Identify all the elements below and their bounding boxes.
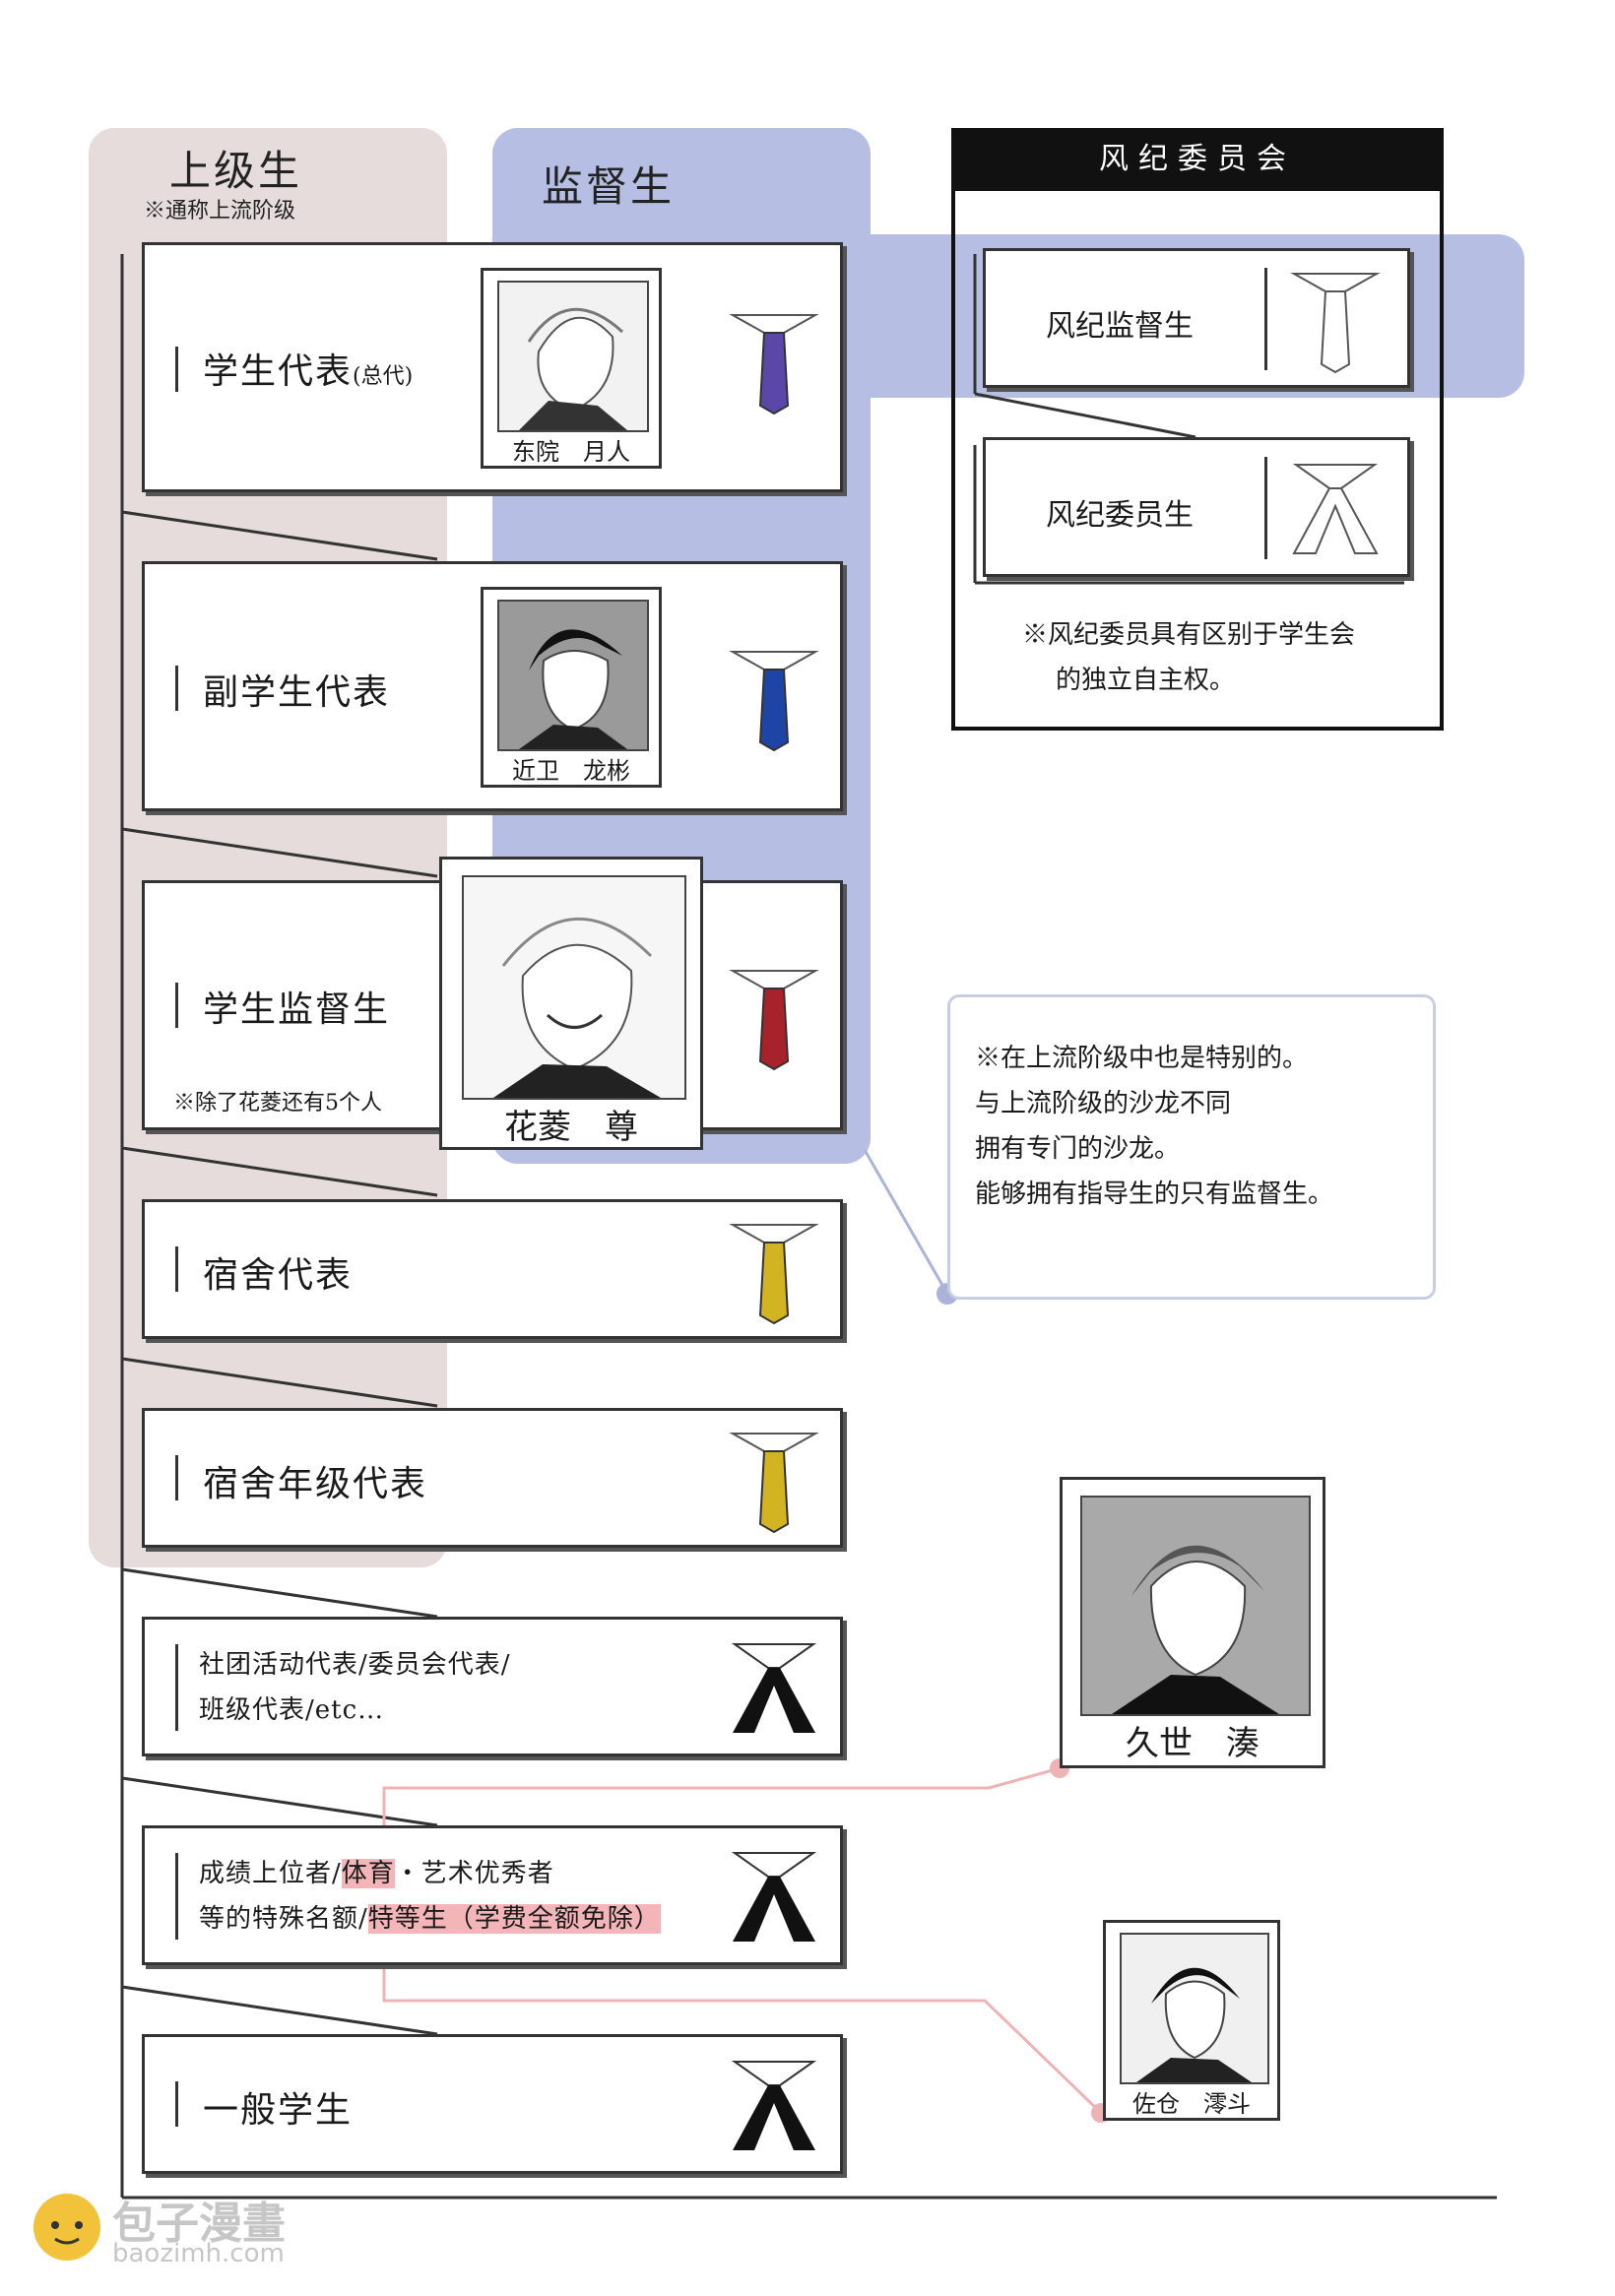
portrait-name: 佐仓 澪斗 xyxy=(1132,2090,1251,2118)
rank-note-student-prefect: ※除了花菱还有5个人 xyxy=(173,1091,382,1116)
bowtie-icon xyxy=(731,2061,817,2150)
rank-dorm-rep xyxy=(142,1199,843,1339)
bun-logo-icon xyxy=(33,2194,100,2261)
rank-label-dorm-rep: 宿舍代表 xyxy=(203,1255,354,1296)
rank-label-student-rep: 学生代表(总代) xyxy=(203,351,414,392)
necktie-icon xyxy=(729,1433,819,1534)
face-illustration xyxy=(1120,1933,1269,2084)
disciplinary-committee-title: 风纪委员会 xyxy=(951,128,1444,191)
portrait-minato: 久世 湊 xyxy=(1060,1477,1325,1768)
rank-bar xyxy=(175,2081,178,2127)
necktie-icon xyxy=(729,314,819,415)
portrait-name: 久世 湊 xyxy=(1126,1724,1260,1763)
portrait-name: 近卫 龙彬 xyxy=(512,757,630,785)
rank-general-student xyxy=(142,2034,843,2174)
watermark-url: baozimh.com xyxy=(112,2239,285,2268)
bowtie-icon xyxy=(731,1643,817,1733)
face-illustration xyxy=(497,281,649,432)
portrait-tatsuhiko: 近卫 龙彬 xyxy=(481,587,662,788)
necktie-outline-icon xyxy=(1290,273,1381,374)
rank-bar xyxy=(175,666,178,711)
bowtie-icon xyxy=(731,1852,817,1942)
rank-label-vice-student-rep: 副学生代表 xyxy=(203,672,391,713)
rank-bar xyxy=(175,1853,178,1940)
rank-bar xyxy=(1264,268,1267,370)
upper-class-title: 上级生 xyxy=(169,147,303,195)
dc-note: ※风纪委员具有区别于学生会 的独立自主权。 xyxy=(1022,620,1356,695)
necktie-icon xyxy=(729,1224,819,1325)
rank-bar xyxy=(1264,457,1267,559)
portrait-takeru: 花菱 尊 xyxy=(439,857,703,1150)
rank-bar xyxy=(175,1455,178,1500)
upper-class-note: ※通称上流阶级 xyxy=(144,199,296,223)
highlight-sports: 体育 xyxy=(341,1859,395,1888)
dc-rank-label-member: 风纪委员生 xyxy=(1046,498,1194,533)
rank-dorm-grade-rep xyxy=(142,1408,843,1548)
necktie-icon xyxy=(729,970,819,1071)
bowtie-outline-icon xyxy=(1292,464,1379,554)
face-illustration xyxy=(1080,1496,1311,1716)
rank-bar xyxy=(175,1644,178,1731)
face-illustration xyxy=(497,600,649,751)
face-illustration xyxy=(462,875,686,1100)
prefect-title: 监督生 xyxy=(542,162,676,211)
rank-label-dorm-grade-rep: 宿舍年级代表 xyxy=(203,1464,428,1504)
portrait-saku: 佐仓 澪斗 xyxy=(1103,1920,1280,2121)
rank-label-club-reps: 社团活动代表/委员会代表/ 班级代表/etc… xyxy=(199,1650,511,1725)
prefect-callout xyxy=(947,994,1436,1300)
watermark-title: 包子漫畫 xyxy=(112,2199,286,2249)
necktie-icon xyxy=(729,651,819,752)
portrait-name: 花菱 尊 xyxy=(504,1108,638,1147)
rank-label-student-prefect: 学生监督生 xyxy=(203,989,391,1030)
rank-bar xyxy=(175,347,178,392)
rank-bar xyxy=(175,1246,178,1292)
prefect-callout-text: ※在上流阶级中也是特别的。 与上流阶级的沙龙不同 拥有专门的沙龙。 能够拥有指导… xyxy=(975,1044,1334,1209)
rank-special-quota xyxy=(142,1825,843,1965)
rank-club-reps xyxy=(142,1617,843,1756)
portrait-name: 东院 月人 xyxy=(512,438,630,466)
rank-label-general-student: 一般学生 xyxy=(203,2090,354,2131)
highlight-honor-student: 特等生（学费全额免除） xyxy=(367,1904,661,1934)
portrait-tsukito: 东院 月人 xyxy=(481,268,662,469)
dc-rank-label-prefect: 风纪监督生 xyxy=(1046,309,1194,344)
rank-label-special-quota: 成绩上位者/体育・艺术优秀者 等的特殊名额/特等生（学费全额免除） xyxy=(199,1859,661,1934)
rank-bar xyxy=(175,983,178,1028)
